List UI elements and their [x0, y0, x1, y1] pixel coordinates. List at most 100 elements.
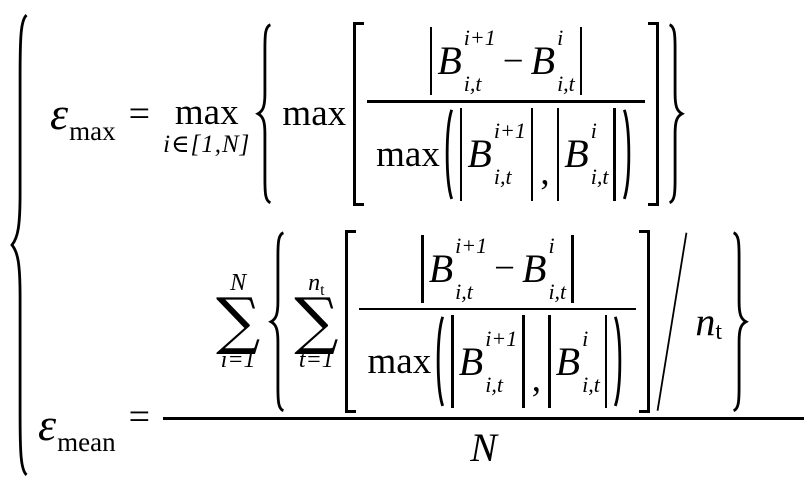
comma: ,	[531, 359, 542, 401]
epsilon-max-symbol: ε max	[50, 87, 116, 144]
max-operator: max	[174, 91, 239, 133]
max-function: max	[367, 341, 432, 383]
B-scripts: i i,t	[580, 325, 600, 397]
B-superscript: i+1	[485, 325, 518, 351]
abs-bar-icon	[548, 315, 551, 409]
abs-bar-icon	[579, 27, 583, 96]
left-curly-brace-icon	[266, 230, 288, 413]
B-variable: B	[428, 245, 454, 291]
fraction-bar	[367, 100, 646, 103]
abs-bar-icon	[530, 107, 534, 201]
right-paren-icon	[622, 108, 635, 201]
left-paren-icon	[432, 315, 445, 408]
B-variable: B	[458, 338, 484, 384]
B-current-term: B i i,t	[531, 27, 575, 95]
abs-bar-icon	[604, 315, 608, 409]
abs-bar-icon	[571, 234, 574, 303]
right-curly-brace-icon	[665, 22, 687, 205]
mean-fraction-bar	[163, 417, 804, 420]
B-scripts: i+1 i,t	[483, 325, 518, 397]
max-domain: i∈[1,N]	[163, 130, 251, 158]
inner-sum-lower-limit: t=1	[298, 346, 334, 373]
fraction-denominator: max B i+1 i,t ,	[367, 103, 645, 206]
relative-difference-fraction: B i+1 i,t − B i i	[358, 230, 637, 413]
B-subscript: i,t	[590, 164, 609, 190]
epsilon-mean-symbol: ε mean	[38, 398, 116, 455]
B-superscript: i	[548, 232, 555, 258]
inner-max-operator: max	[282, 93, 347, 135]
right-curly-brace-icon	[729, 230, 751, 413]
B-superscript: i+1	[493, 118, 526, 144]
B-subscript: i,t	[455, 278, 473, 304]
B-superscript: i	[582, 325, 589, 351]
equals-sign: =	[128, 395, 151, 438]
B-subscript: i,t	[557, 71, 575, 97]
abs-bar-icon	[459, 107, 463, 201]
equation-stack: ε max = max i∈[1,N] max B	[36, 8, 804, 482]
comma: ,	[540, 151, 550, 193]
outer-sum-lower-limit: i=1	[220, 346, 256, 373]
B-scripts: i+1 i,t	[462, 27, 496, 95]
outer-sum: N ∑ i=1	[216, 270, 260, 374]
B-current-term: B i i,t	[564, 120, 608, 188]
sigma-icon: ∑	[294, 284, 339, 358]
B-scripts: i i,t	[546, 232, 567, 304]
B-scripts: i+1 i,t	[453, 234, 487, 304]
outer-sum-upper-limit: N	[230, 269, 247, 296]
mean-fraction-denominator: N	[470, 424, 497, 470]
B-subscript: i,t	[485, 371, 503, 397]
right-square-bracket-icon	[639, 229, 651, 414]
B-variable: B	[530, 38, 556, 84]
equation-epsilon-mean: ε mean = N ∑ i=1	[38, 229, 804, 470]
system-left-brace-icon	[6, 8, 32, 482]
left-paren-icon	[441, 108, 454, 201]
B-subscript: i,t	[582, 371, 600, 397]
epsilon-glyph: ε	[50, 87, 69, 139]
B-subscript: i,t	[463, 71, 482, 97]
B-scripts: i i,t	[589, 120, 609, 188]
epsilon-max-subscript: max	[69, 115, 116, 146]
B-next-term: B i+1 i,t	[437, 27, 495, 95]
per-timestep-divisor: n t	[695, 298, 723, 345]
equals-sign: =	[128, 92, 151, 135]
abs-bar-icon	[556, 107, 560, 201]
fraction-numerator: B i+1 i,t − B i i,t	[416, 22, 597, 100]
epsilon-glyph: ε	[38, 398, 57, 450]
fraction-numerator: B i+1 i,t − B i i	[407, 230, 588, 308]
B-variable: B	[467, 131, 492, 177]
max-operator-with-domain: max i∈[1,N]	[163, 94, 250, 160]
left-square-bracket-icon	[344, 229, 356, 414]
left-curly-brace-icon	[253, 22, 275, 205]
fraction-denominator: max B i+1 i,t	[359, 310, 637, 413]
fraction-bar	[358, 307, 637, 311]
left-square-bracket-icon	[353, 22, 365, 206]
epsilon-mean-subscript: mean	[57, 426, 116, 457]
B-subscript: i,t	[493, 164, 512, 190]
equation-epsilon-max: ε max = max i∈[1,N] max B	[50, 22, 804, 206]
minus-sign: −	[502, 40, 524, 82]
sigma-icon: ∑	[215, 284, 261, 358]
abs-bar-icon	[429, 27, 433, 96]
B-variable: B	[564, 131, 589, 177]
relative-difference-fraction: B i+1 i,t − B i i,t	[367, 22, 646, 206]
right-square-bracket-icon	[648, 22, 660, 206]
B-scripts: i i,t	[555, 27, 575, 95]
B-variable: B	[437, 38, 462, 84]
B-next-term: B i+1 i,t	[428, 234, 487, 304]
right-paren-icon	[613, 315, 626, 408]
B-subscript: i,t	[548, 278, 567, 304]
abs-bar-icon	[522, 315, 525, 409]
B-superscript: i	[557, 25, 564, 51]
B-variable: B	[522, 245, 547, 291]
abs-bar-icon	[421, 234, 424, 303]
B-next-term: B i+1 i,t	[458, 325, 518, 397]
B-superscript: i	[590, 118, 597, 144]
B-next-term: B i+1 i,t	[467, 120, 525, 188]
abs-bar-icon	[451, 315, 454, 409]
abs-bar-icon	[613, 107, 617, 201]
